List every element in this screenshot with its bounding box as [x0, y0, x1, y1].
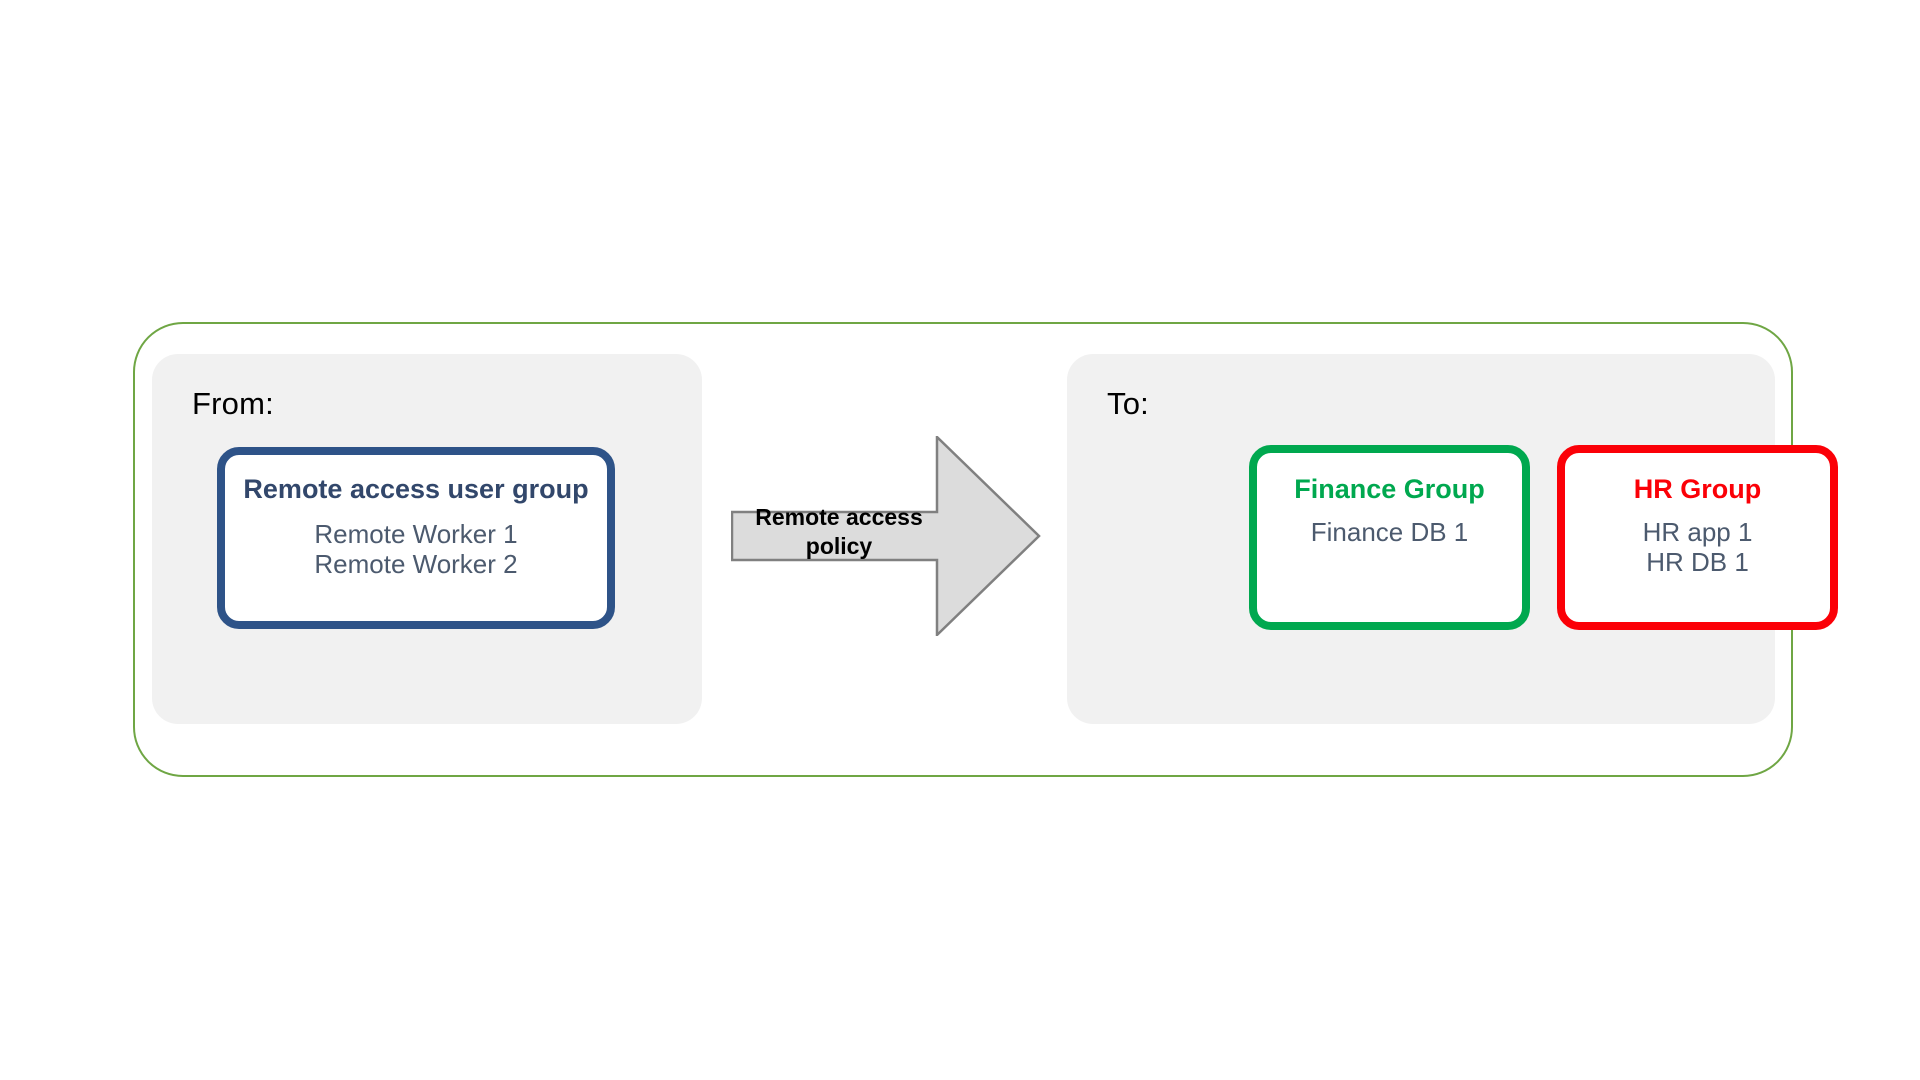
to-panel: To: Finance Group Finance DB 1 HR Group … [1067, 354, 1838, 724]
hr-group-members: HR app 1 HR DB 1 [1643, 517, 1753, 578]
hr-group-title: HR Group [1633, 474, 1762, 504]
from-panel: From: Remote access user group Remote Wo… [152, 354, 702, 724]
member-remote-worker-1: Remote Worker 1 [314, 518, 518, 549]
finance-group-members: Finance DB 1 [1311, 517, 1469, 548]
arrow-label-line-1: Remote access [755, 504, 923, 530]
member-hr-db-1: HR DB 1 [1646, 547, 1749, 578]
member-remote-worker-2: Remote Worker 2 [314, 549, 518, 580]
from-panel-label: From: [192, 386, 274, 421]
finance-group-title: Finance Group [1294, 474, 1485, 504]
to-panel-label: To: [1107, 386, 1149, 421]
remote-access-user-group-members: Remote Worker 1 Remote Worker 2 [314, 519, 517, 580]
member-finance-db-1: Finance DB 1 [1310, 516, 1469, 547]
remote-access-user-group-box[interactable]: Remote access user group Remote Worker 1… [217, 447, 615, 629]
remote-access-policy-arrow: Remote access policy [731, 436, 1041, 636]
member-hr-app-1: HR app 1 [1642, 516, 1753, 547]
arrow-label: Remote access policy [735, 503, 943, 562]
hr-group-box[interactable]: HR Group HR app 1 HR DB 1 [1557, 445, 1838, 630]
arrow-label-line-2: policy [805, 533, 873, 560]
right-arrow-icon [731, 436, 1041, 636]
remote-access-user-group-title: Remote access user group [243, 474, 589, 504]
remote-access-policy-container: From: Remote access user group Remote Wo… [133, 322, 1838, 777]
finance-group-box[interactable]: Finance Group Finance DB 1 [1249, 445, 1530, 630]
